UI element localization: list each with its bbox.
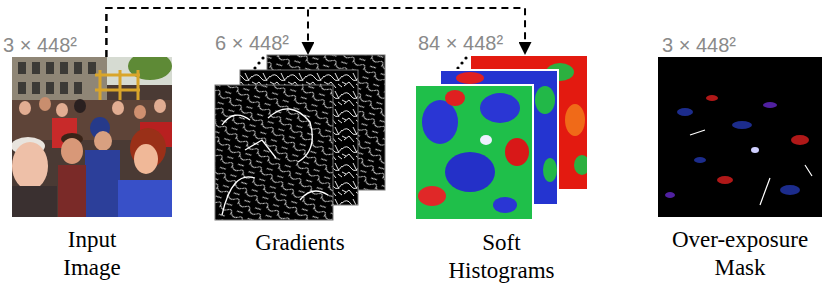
- head: [112, 101, 124, 115]
- face: [61, 138, 83, 164]
- layer-ground: [415, 85, 533, 220]
- red-patch: [505, 138, 529, 166]
- ellipsis-dot: [261, 56, 264, 59]
- dimension-label: 3 × 448²: [662, 33, 736, 57]
- gradient-layer: [215, 85, 333, 220]
- figure-panel: 3 × 448²Input Image: [12, 57, 172, 217]
- head: [56, 103, 68, 117]
- mask-speck: [780, 185, 800, 195]
- blue-top: [118, 180, 172, 217]
- face: [94, 131, 112, 151]
- orange-patch: [565, 104, 585, 136]
- head: [74, 99, 86, 113]
- layer-border: [415, 85, 533, 220]
- panel-caption: Soft Histograms: [437, 229, 567, 285]
- red-patch: [456, 72, 484, 84]
- panel-caption: Over-exposure Mask: [660, 226, 820, 282]
- dimension-label: 6 × 448²: [215, 31, 289, 55]
- tree: [128, 57, 172, 80]
- figure-panel: 6 × 448²Gradients: [215, 55, 385, 220]
- mask-image: [658, 57, 822, 217]
- mask-speck: [763, 102, 777, 108]
- blue-jacket: [85, 150, 120, 217]
- mask-speck: [717, 176, 733, 184]
- input-photo: [12, 57, 172, 217]
- coat: [58, 165, 86, 217]
- edge-outlines: [222, 109, 328, 215]
- mask-speck: [677, 108, 693, 116]
- red-patch: [418, 186, 446, 206]
- green-patch: [574, 155, 588, 175]
- dashed-arrow: [106, 8, 308, 57]
- blue-patch: [422, 100, 458, 144]
- panel-caption: Gradients: [235, 229, 365, 257]
- mask-speck: [665, 192, 675, 198]
- head: [39, 97, 51, 111]
- head: [19, 101, 31, 115]
- dashed-arrow: [106, 8, 525, 57]
- face: [12, 142, 48, 190]
- blue-patch: [480, 93, 520, 123]
- head: [154, 99, 166, 113]
- ellipsis-dot: [464, 56, 467, 59]
- figure-panel: 3 × 448²Over-exposure Mask: [658, 57, 822, 217]
- mask-speck: [751, 147, 759, 153]
- blue-patch: [445, 152, 495, 192]
- mask-speck: [732, 121, 752, 129]
- ellipsis-dot: [460, 61, 463, 64]
- dimension-label: 84 × 448²: [418, 31, 503, 55]
- green-patch: [543, 158, 557, 182]
- panel-caption: Input Image: [42, 226, 142, 282]
- mask-speck: [791, 135, 809, 145]
- green-patch: [535, 86, 555, 114]
- windows: [18, 62, 96, 94]
- coat: [12, 186, 57, 217]
- figure-panel: 84 × 448²Soft Histograms: [415, 55, 588, 220]
- red-patch: [445, 90, 465, 106]
- mask-speck: [694, 157, 706, 163]
- ellipsis-dot: [253, 66, 256, 69]
- mask-speck: [706, 95, 718, 101]
- ellipsis-dot: [257, 61, 260, 64]
- blue-patch: [493, 197, 517, 213]
- histogram-layer: [415, 85, 533, 220]
- dimension-label: 3 × 448²: [3, 33, 77, 57]
- mask-ground: [658, 57, 822, 217]
- head: [134, 105, 146, 119]
- light-patch: [480, 135, 492, 145]
- face: [134, 144, 158, 174]
- mask-streaks: [690, 130, 812, 205]
- photo-ground: [12, 57, 172, 217]
